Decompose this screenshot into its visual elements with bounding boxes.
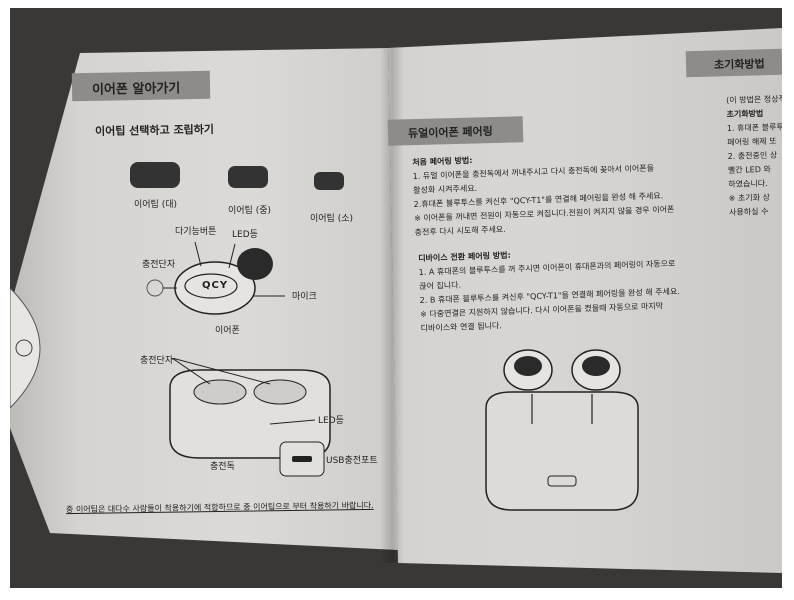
usb-port-illustration xyxy=(279,441,325,477)
pairing-case-illustration xyxy=(485,349,639,511)
label-earbud: 이어폰 xyxy=(215,326,240,336)
far-right-line: 하였습니다. xyxy=(728,178,768,189)
far-right-line: 1. 휴대폰 블루투 xyxy=(726,122,782,133)
case-slot-left-shape xyxy=(193,379,247,405)
label-mic: 마이크 xyxy=(292,292,317,302)
label-case-charge-terminal: 충전단자 xyxy=(140,356,174,366)
eartip-label-large: 이어팁 (대) xyxy=(134,200,178,210)
eartip-small-shape xyxy=(314,172,344,190)
first-pairing-block: 처음 페어링 방법: 1. 듀얼 이어폰을 충전독에서 꺼내주시고 다시 충전독… xyxy=(412,147,675,240)
pairing-earbud-left-top xyxy=(514,356,542,376)
earbud-illustration xyxy=(146,241,285,315)
usb-port-slot xyxy=(292,456,312,462)
right-section-title: 듀얼이어폰 페어링 xyxy=(407,124,493,141)
far-right-line: ※ 초기화 상 xyxy=(728,192,771,203)
far-right-line: 빨간 LED 와 xyxy=(727,164,771,175)
label-led: LED등 xyxy=(232,230,258,240)
eartip-label-medium: 이어팁 (중) xyxy=(228,206,272,216)
far-right-line: 페어링 해제 또 xyxy=(727,136,777,147)
far-right-line: 사용하실 수 xyxy=(728,206,769,217)
charge-terminal-shape xyxy=(146,279,164,297)
manual-photo: 이어폰 알아가기 이어팁 선택하고 조립하기 이어팁 (대) 이어팁 (중) 이… xyxy=(10,8,782,588)
far-right-line: 2. 충전중인 상 xyxy=(727,150,778,161)
product-box-logo-mark xyxy=(15,339,33,357)
leader-line xyxy=(228,243,236,269)
label-usb-port: USB충전포트 xyxy=(326,456,378,466)
product-box-edge xyxy=(10,288,41,408)
far-right-line: (이 방법은 정상적 xyxy=(726,94,782,105)
earbud-logo: QCY xyxy=(202,280,229,291)
leader-line xyxy=(171,358,211,385)
left-subtitle: 이어팁 선택하고 조립하기 xyxy=(94,122,215,139)
case-slot-right-shape xyxy=(253,379,307,405)
eartip-label-small: 이어팁 (소) xyxy=(310,214,354,224)
far-right-line: 초기화방법 xyxy=(726,109,764,119)
label-case: 충전독 xyxy=(210,462,235,472)
label-multi-button: 다기능버튼 xyxy=(175,227,217,237)
eartip-large-shape xyxy=(130,162,180,188)
earbud-tip-shape xyxy=(237,248,273,280)
far-right-text-block: (이 방법은 정상적 초기화방법 1. 휴대폰 블루투 페어링 해제 또 2. … xyxy=(726,92,782,220)
pairing-case-body xyxy=(485,391,639,511)
left-section-title: 이어폰 알아가기 xyxy=(91,81,181,98)
earbud-button-shape xyxy=(184,273,238,299)
case-illustration xyxy=(169,358,331,459)
leader-line xyxy=(269,419,316,425)
pairing-earbud-right-top xyxy=(582,356,610,376)
label-charge-terminal: 충전단자 xyxy=(142,260,176,270)
label-case-led: LED등 xyxy=(318,416,344,426)
eartip-illustrations xyxy=(130,162,344,190)
device-switch-block: 디바이스 전환 페어링 방법: 1. A 휴대폰의 블루투스를 꺼 주시면 이어… xyxy=(418,243,681,336)
leader-line xyxy=(171,358,271,385)
leader-line xyxy=(194,241,202,267)
product-box-shape xyxy=(10,288,41,408)
pairing-usb-slot xyxy=(547,475,577,487)
far-right-section-title: 초기화방법 xyxy=(713,57,765,72)
eartip-medium-shape xyxy=(228,166,268,188)
